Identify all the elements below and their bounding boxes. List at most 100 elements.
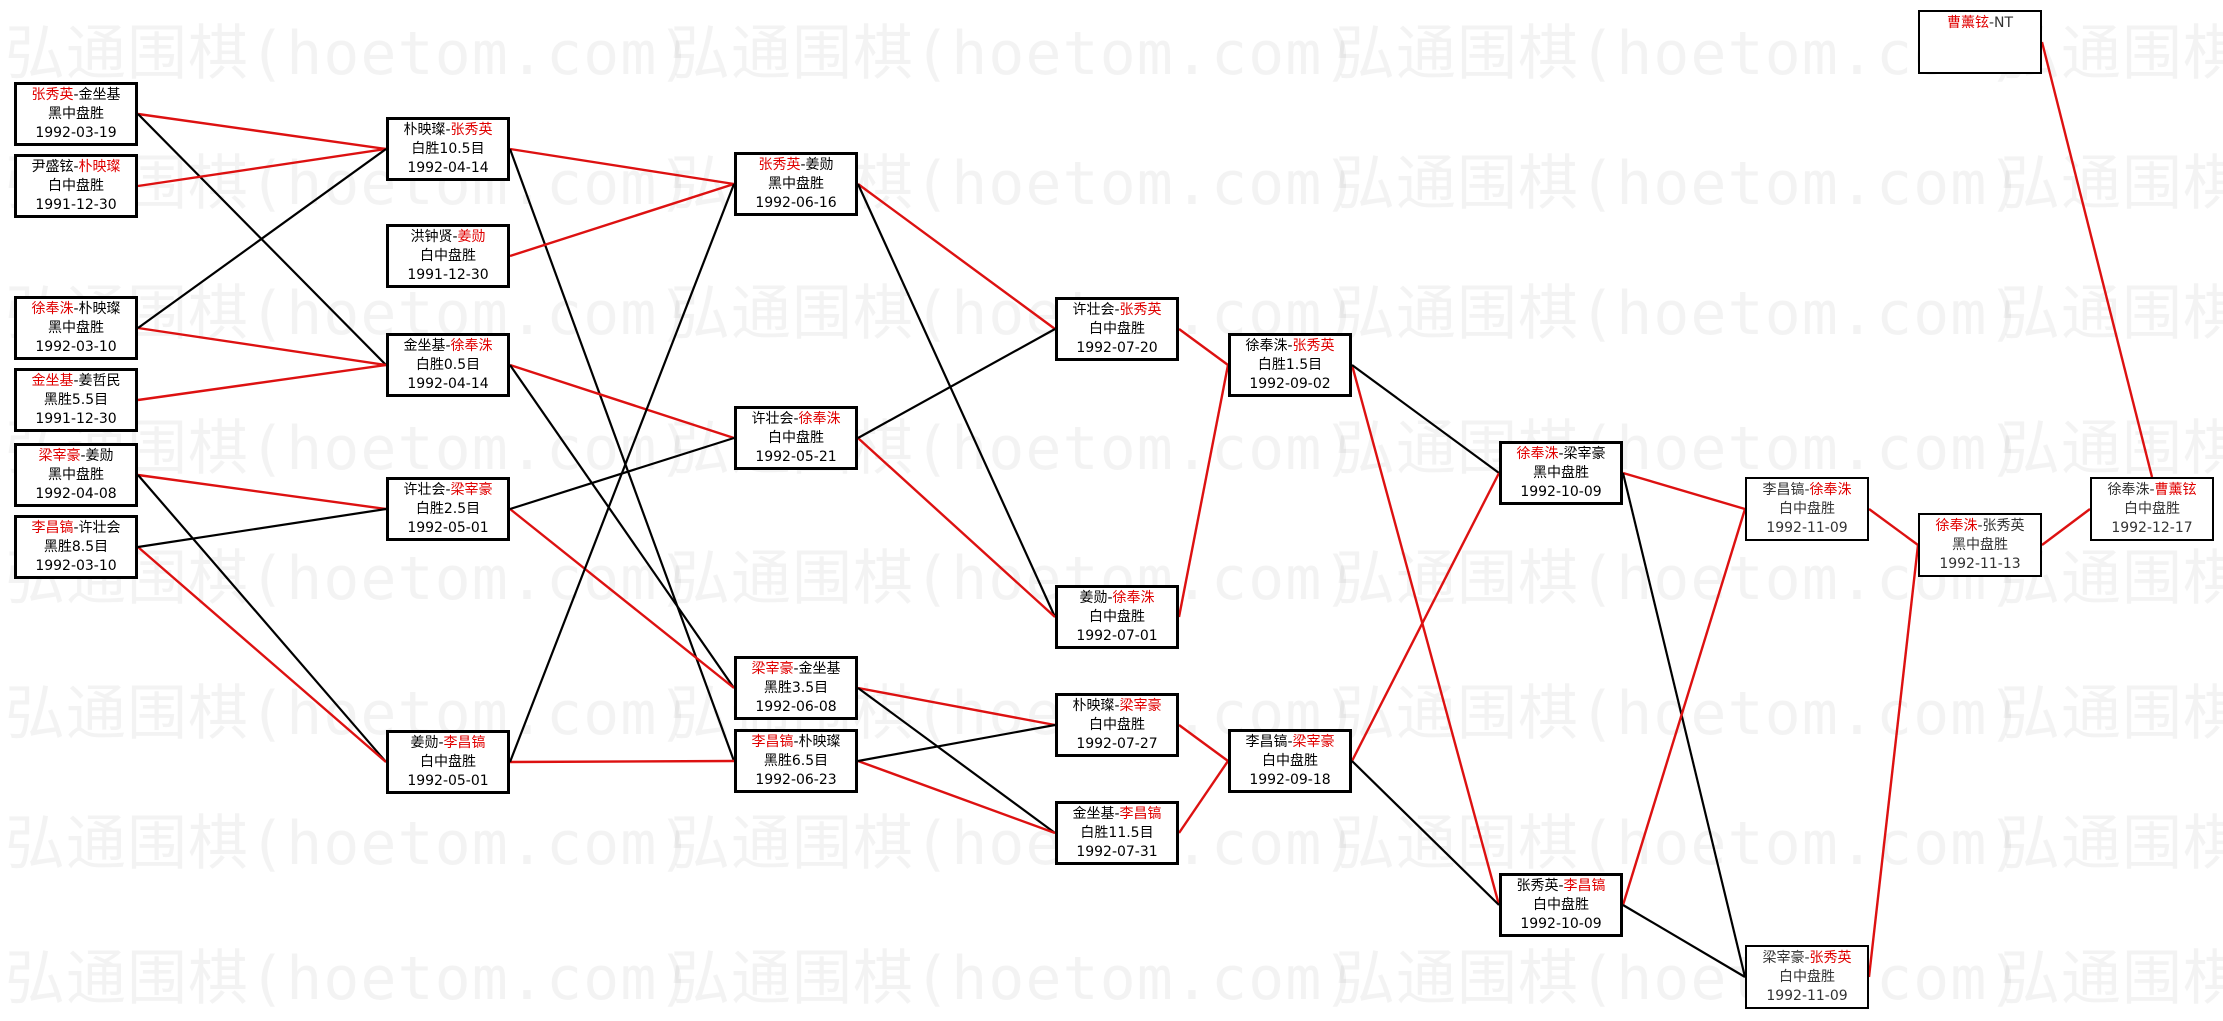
match-date: 1992-09-02 [1249, 375, 1331, 392]
winner-connector [1178, 724, 1229, 762]
match-result: 白胜11.5目 [1080, 824, 1154, 841]
winner-connector [137, 147, 387, 188]
match-date: 1992-11-13 [1939, 555, 2021, 572]
match-date: 1992-04-08 [35, 485, 117, 502]
player-one: 李昌镐 [1762, 481, 1805, 498]
match-players: 许壮会-徐奉洙 [751, 410, 840, 429]
player-one: 徐奉洙 [1935, 517, 1978, 534]
player-two: 李昌镐 [1119, 805, 1162, 822]
match-players: 姜勋-李昌镐 [410, 734, 485, 753]
player-separator: - [445, 121, 451, 138]
match-result: 黑胜6.5目 [763, 752, 829, 769]
winner-connector [509, 508, 735, 689]
loser-connector [137, 474, 387, 763]
player-separator: - [80, 447, 86, 464]
match-date: 1991-12-30 [407, 266, 489, 283]
winner-connector [857, 183, 1056, 330]
match-date: 1992-04-14 [407, 159, 489, 176]
winner-connector [509, 759, 735, 764]
match-box: 曹薰铉-NT [1918, 10, 2042, 74]
winner-connector [2040, 41, 2154, 478]
loser-connector [1622, 904, 1746, 978]
match-players: 金坐基-姜哲民 [31, 372, 120, 391]
loser-connector [857, 328, 1056, 439]
player-one: 许壮会 [751, 410, 794, 427]
player-two: 姜勋 [805, 156, 834, 173]
match-date: 1992-11-09 [1766, 987, 1848, 1004]
match-result: 黑中盘胜 [1952, 536, 2008, 553]
loser-connector [1351, 760, 1500, 906]
match-date: 1992-03-10 [35, 557, 117, 574]
winner-connector [509, 182, 735, 258]
match-date: 1992-05-01 [407, 519, 489, 536]
player-one: 尹盛铉 [31, 158, 74, 175]
match-players: 张秀英-姜勋 [758, 156, 833, 175]
loser-connector [856, 183, 1057, 618]
winner-connector [509, 363, 735, 440]
player-two: 梁宰豪 [1563, 445, 1606, 462]
match-players: 洪钟贤-姜勋 [410, 228, 485, 247]
match-date: 1992-07-27 [1076, 735, 1158, 752]
match-players: 金坐基-徐奉洙 [403, 337, 492, 356]
match-date: 1992-06-16 [755, 194, 837, 211]
player-one: 张秀英 [1516, 877, 1559, 894]
player-separator: - [1114, 301, 1120, 318]
match-players: 朴映璨-梁宰豪 [1072, 697, 1161, 716]
match-date: 1992-07-01 [1076, 627, 1158, 644]
player-separator: - [73, 519, 79, 536]
player-two: 梁宰豪 [450, 481, 493, 498]
match-date: 1992-11-09 [1766, 519, 1848, 536]
player-separator: - [800, 156, 806, 173]
match-players: 张秀英-金坐基 [31, 86, 120, 105]
player-two: 徐奉洙 [798, 410, 841, 427]
player-two: 金坐基 [798, 660, 841, 677]
match-result: 白胜2.5目 [415, 500, 481, 517]
player-separator: - [438, 734, 444, 751]
player-one: 徐奉洙 [1245, 337, 1288, 354]
player-two: 曹薰铉 [2154, 481, 2197, 498]
loser-connector [857, 723, 1056, 763]
match-players: 李昌镐-许壮会 [31, 519, 120, 538]
player-one: 李昌镐 [31, 519, 74, 536]
player-separator: - [2149, 481, 2155, 498]
match-players: 金坐基-李昌镐 [1072, 805, 1161, 824]
match-result: 黑胜3.5目 [763, 679, 829, 696]
player-separator: - [1558, 445, 1564, 462]
match-result: 白中盘胜 [1089, 320, 1145, 337]
player-two: 姜勋 [85, 447, 114, 464]
player-separator: - [1804, 481, 1810, 498]
player-separator: - [1558, 877, 1564, 894]
player-one: 许壮会 [403, 481, 446, 498]
player-one: 朴映璨 [1072, 697, 1115, 714]
match-result: 白中盘胜 [1533, 896, 1589, 913]
player-one: 金坐基 [403, 337, 446, 354]
match-date: 1992-05-01 [407, 772, 489, 789]
winner-connector [857, 759, 1056, 835]
match-date: 1992-03-10 [35, 338, 117, 355]
player-one: 洪钟贤 [410, 228, 453, 245]
player-one: 姜勋 [410, 734, 439, 751]
player-one: 徐奉洙 [2107, 481, 2150, 498]
match-result: 白中盘胜 [1779, 500, 1835, 517]
player-separator: - [1287, 337, 1293, 354]
player-separator: - [73, 372, 79, 389]
player-one: 梁宰豪 [38, 447, 81, 464]
match-players: 徐奉洙-朴映璨 [31, 300, 120, 319]
match-date: 1992-06-08 [755, 698, 837, 715]
